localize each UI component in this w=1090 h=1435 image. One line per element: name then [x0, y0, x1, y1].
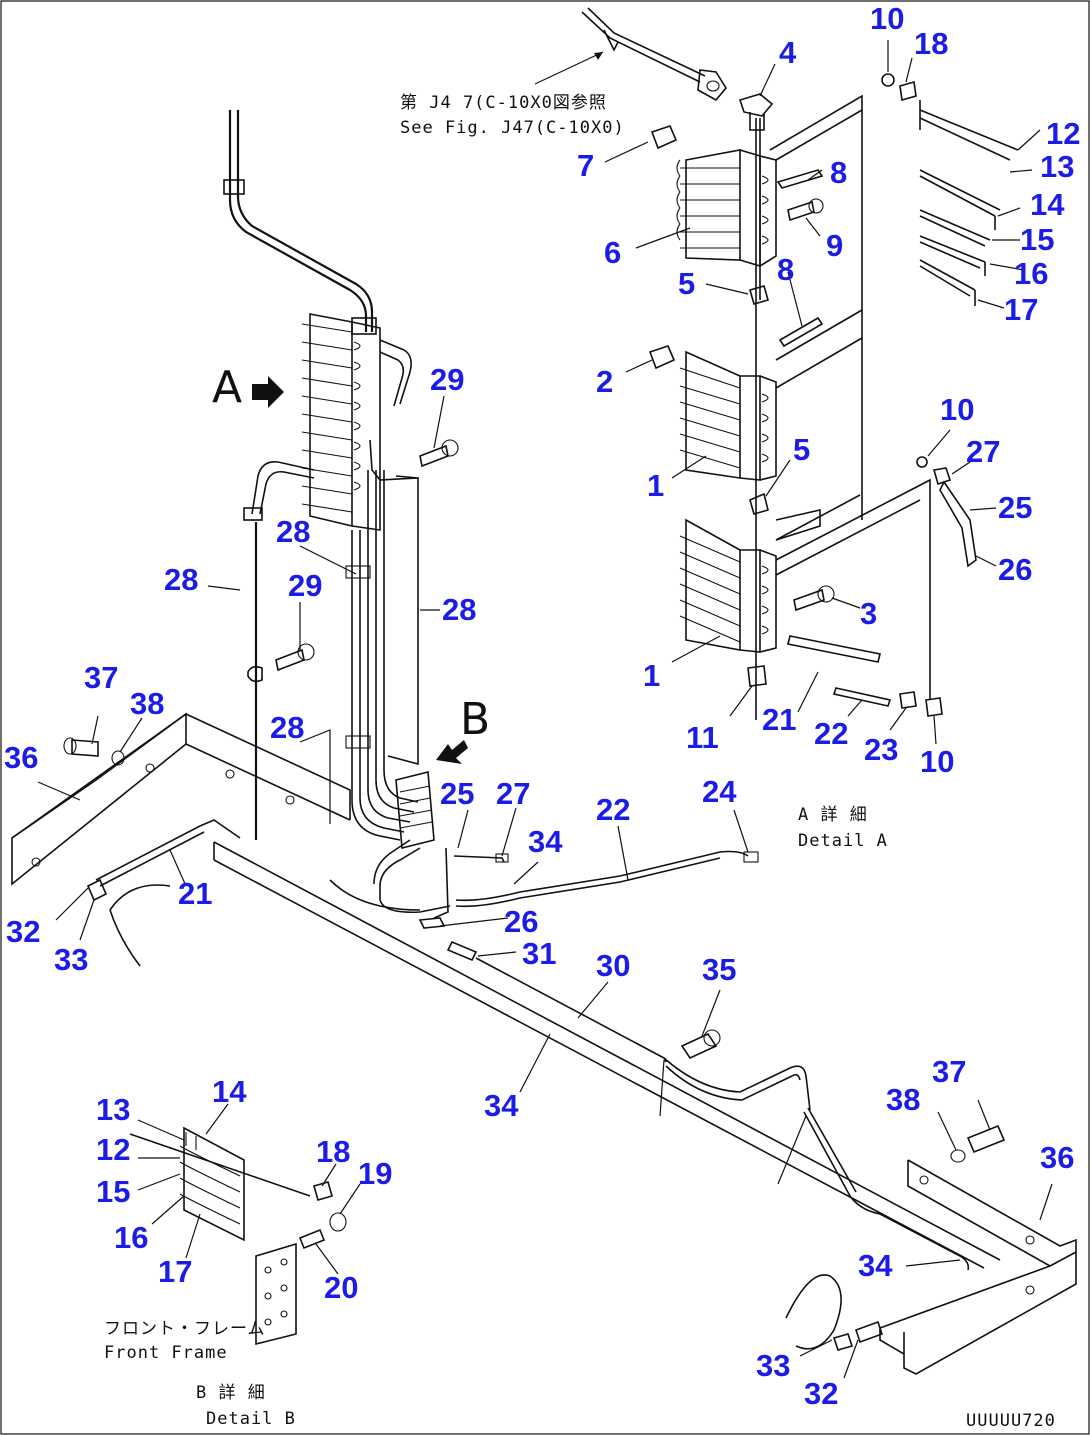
main-assembly	[11, 110, 1077, 1375]
detail-b-title-jp: B 詳 細	[196, 1383, 266, 1403]
reference-note-jp: 第 J4 7(C-10X0図参照	[400, 93, 607, 113]
callout-13-detail-b: 13	[96, 1092, 130, 1127]
detail-a-assembly	[648, 73, 1019, 720]
callout-32-left: 32	[6, 914, 40, 949]
callout-28-upper: 28	[276, 514, 310, 549]
callout-21-detail-a: 21	[762, 702, 796, 737]
callout-4: 4	[779, 35, 797, 70]
front-frame-label-jp: フロント・フレーム	[104, 1319, 266, 1339]
front-frame-label-en: Front Frame	[104, 1343, 228, 1363]
callout-5-upper: 5	[678, 266, 695, 301]
view-arrow-b-icon	[436, 740, 468, 764]
callout-29-upper: 29	[430, 362, 464, 397]
callout-17-detail-a: 17	[1004, 292, 1038, 327]
callout-22-detail-a: 22	[814, 716, 848, 751]
callout-7: 7	[577, 148, 594, 183]
detail-a-title-jp: A 詳 細	[798, 805, 868, 825]
callout-36-right: 36	[1040, 1140, 1074, 1175]
callout-25-main: 25	[440, 776, 474, 811]
callout-18-detail-a: 18	[914, 26, 948, 61]
callout-18-detail-b: 18	[316, 1134, 350, 1169]
view-marker-b-letter: B	[460, 694, 490, 745]
callout-10-top: 10	[870, 1, 904, 36]
callout-16-detail-b: 16	[114, 1220, 148, 1255]
view-marker-b: B	[436, 694, 490, 764]
reference-note-en: See Fig. J47(C-10X0)	[400, 118, 625, 138]
callout-11: 11	[686, 720, 719, 755]
callout-38-left: 38	[130, 686, 164, 721]
reference-pipe	[581, 7, 727, 102]
callout-16-detail-a: 16	[1014, 256, 1048, 291]
callout-14-detail-b: 14	[212, 1074, 247, 1109]
detail-a-callouts: 4 7 8 9 6 5 8 2 1 5 3 1 11 21 22 23 10 1…	[577, 1, 1080, 779]
callout-10-bottom: 10	[920, 744, 954, 779]
main-callouts: 29 28 28 29 28 28 37 38 36 25 27 22 24 3…	[4, 362, 1074, 1411]
callout-26-main: 26	[504, 904, 538, 939]
callout-35: 35	[702, 952, 736, 987]
callout-37-right: 37	[932, 1054, 966, 1089]
callout-14-detail-a: 14	[1030, 187, 1065, 222]
callout-19: 19	[358, 1156, 392, 1191]
detail-b-leaders	[137, 1103, 361, 1275]
callout-2: 2	[596, 364, 613, 399]
detail-a-leaders	[604, 40, 1041, 745]
main-leaders	[37, 395, 1053, 1379]
callout-34-upper: 34	[528, 824, 563, 859]
reference-leader	[534, 51, 604, 85]
view-marker-a-letter: A	[212, 362, 242, 413]
callout-28-lower: 28	[270, 710, 304, 745]
callout-9: 9	[826, 228, 843, 263]
callout-25-detail-a: 25	[998, 490, 1032, 525]
callout-21-main: 21	[178, 876, 212, 911]
callout-32-right: 32	[804, 1376, 838, 1411]
callout-26-detail-a: 26	[998, 552, 1032, 587]
callout-1-upper: 1	[647, 468, 664, 503]
callout-28-rod: 28	[164, 562, 198, 597]
callout-28-plate: 28	[442, 592, 476, 627]
callout-3: 3	[860, 596, 877, 631]
callout-8-upper: 8	[830, 155, 847, 190]
callout-34-lower: 34	[858, 1248, 893, 1283]
callout-27-detail-a: 27	[966, 434, 1000, 469]
callout-34-rail: 34	[484, 1088, 519, 1123]
callout-29-lower: 29	[288, 568, 322, 603]
callout-38-right: 38	[886, 1082, 920, 1117]
detail-b-assembly	[129, 1126, 347, 1346]
callout-20: 20	[324, 1270, 358, 1305]
detail-b-title-en: Detail B	[206, 1409, 296, 1429]
callout-10-mid: 10	[940, 392, 974, 427]
callout-6: 6	[604, 235, 621, 270]
callout-33-left: 33	[54, 942, 88, 977]
callout-24: 24	[702, 774, 737, 809]
callout-36-left: 36	[4, 740, 38, 775]
callout-12-detail-b: 12	[96, 1132, 130, 1167]
view-arrow-a-icon	[252, 376, 284, 408]
detail-b-callouts: 14 13 12 15 16 17 18 19 20	[96, 1074, 392, 1305]
callout-1-lower: 1	[643, 658, 660, 693]
callout-8-lower: 8	[777, 252, 794, 287]
callout-15-detail-b: 15	[96, 1174, 130, 1209]
callout-12-detail-a: 12	[1046, 116, 1080, 151]
callout-31: 31	[522, 936, 556, 971]
callout-23: 23	[864, 732, 898, 767]
view-marker-a: A	[212, 362, 284, 413]
callout-22-main: 22	[596, 792, 630, 827]
callout-5-lower: 5	[793, 432, 810, 467]
callout-17-detail-b: 17	[158, 1254, 192, 1289]
callout-30: 30	[596, 948, 630, 983]
callout-13-detail-a: 13	[1040, 149, 1074, 184]
detail-a-title-en: Detail A	[798, 831, 888, 851]
callout-15-detail-a: 15	[1020, 222, 1054, 257]
callout-33-right: 33	[756, 1348, 790, 1383]
callout-37-left: 37	[84, 660, 118, 695]
callout-27-main: 27	[496, 776, 530, 811]
drawing-code: UUUUU720	[966, 1411, 1056, 1431]
